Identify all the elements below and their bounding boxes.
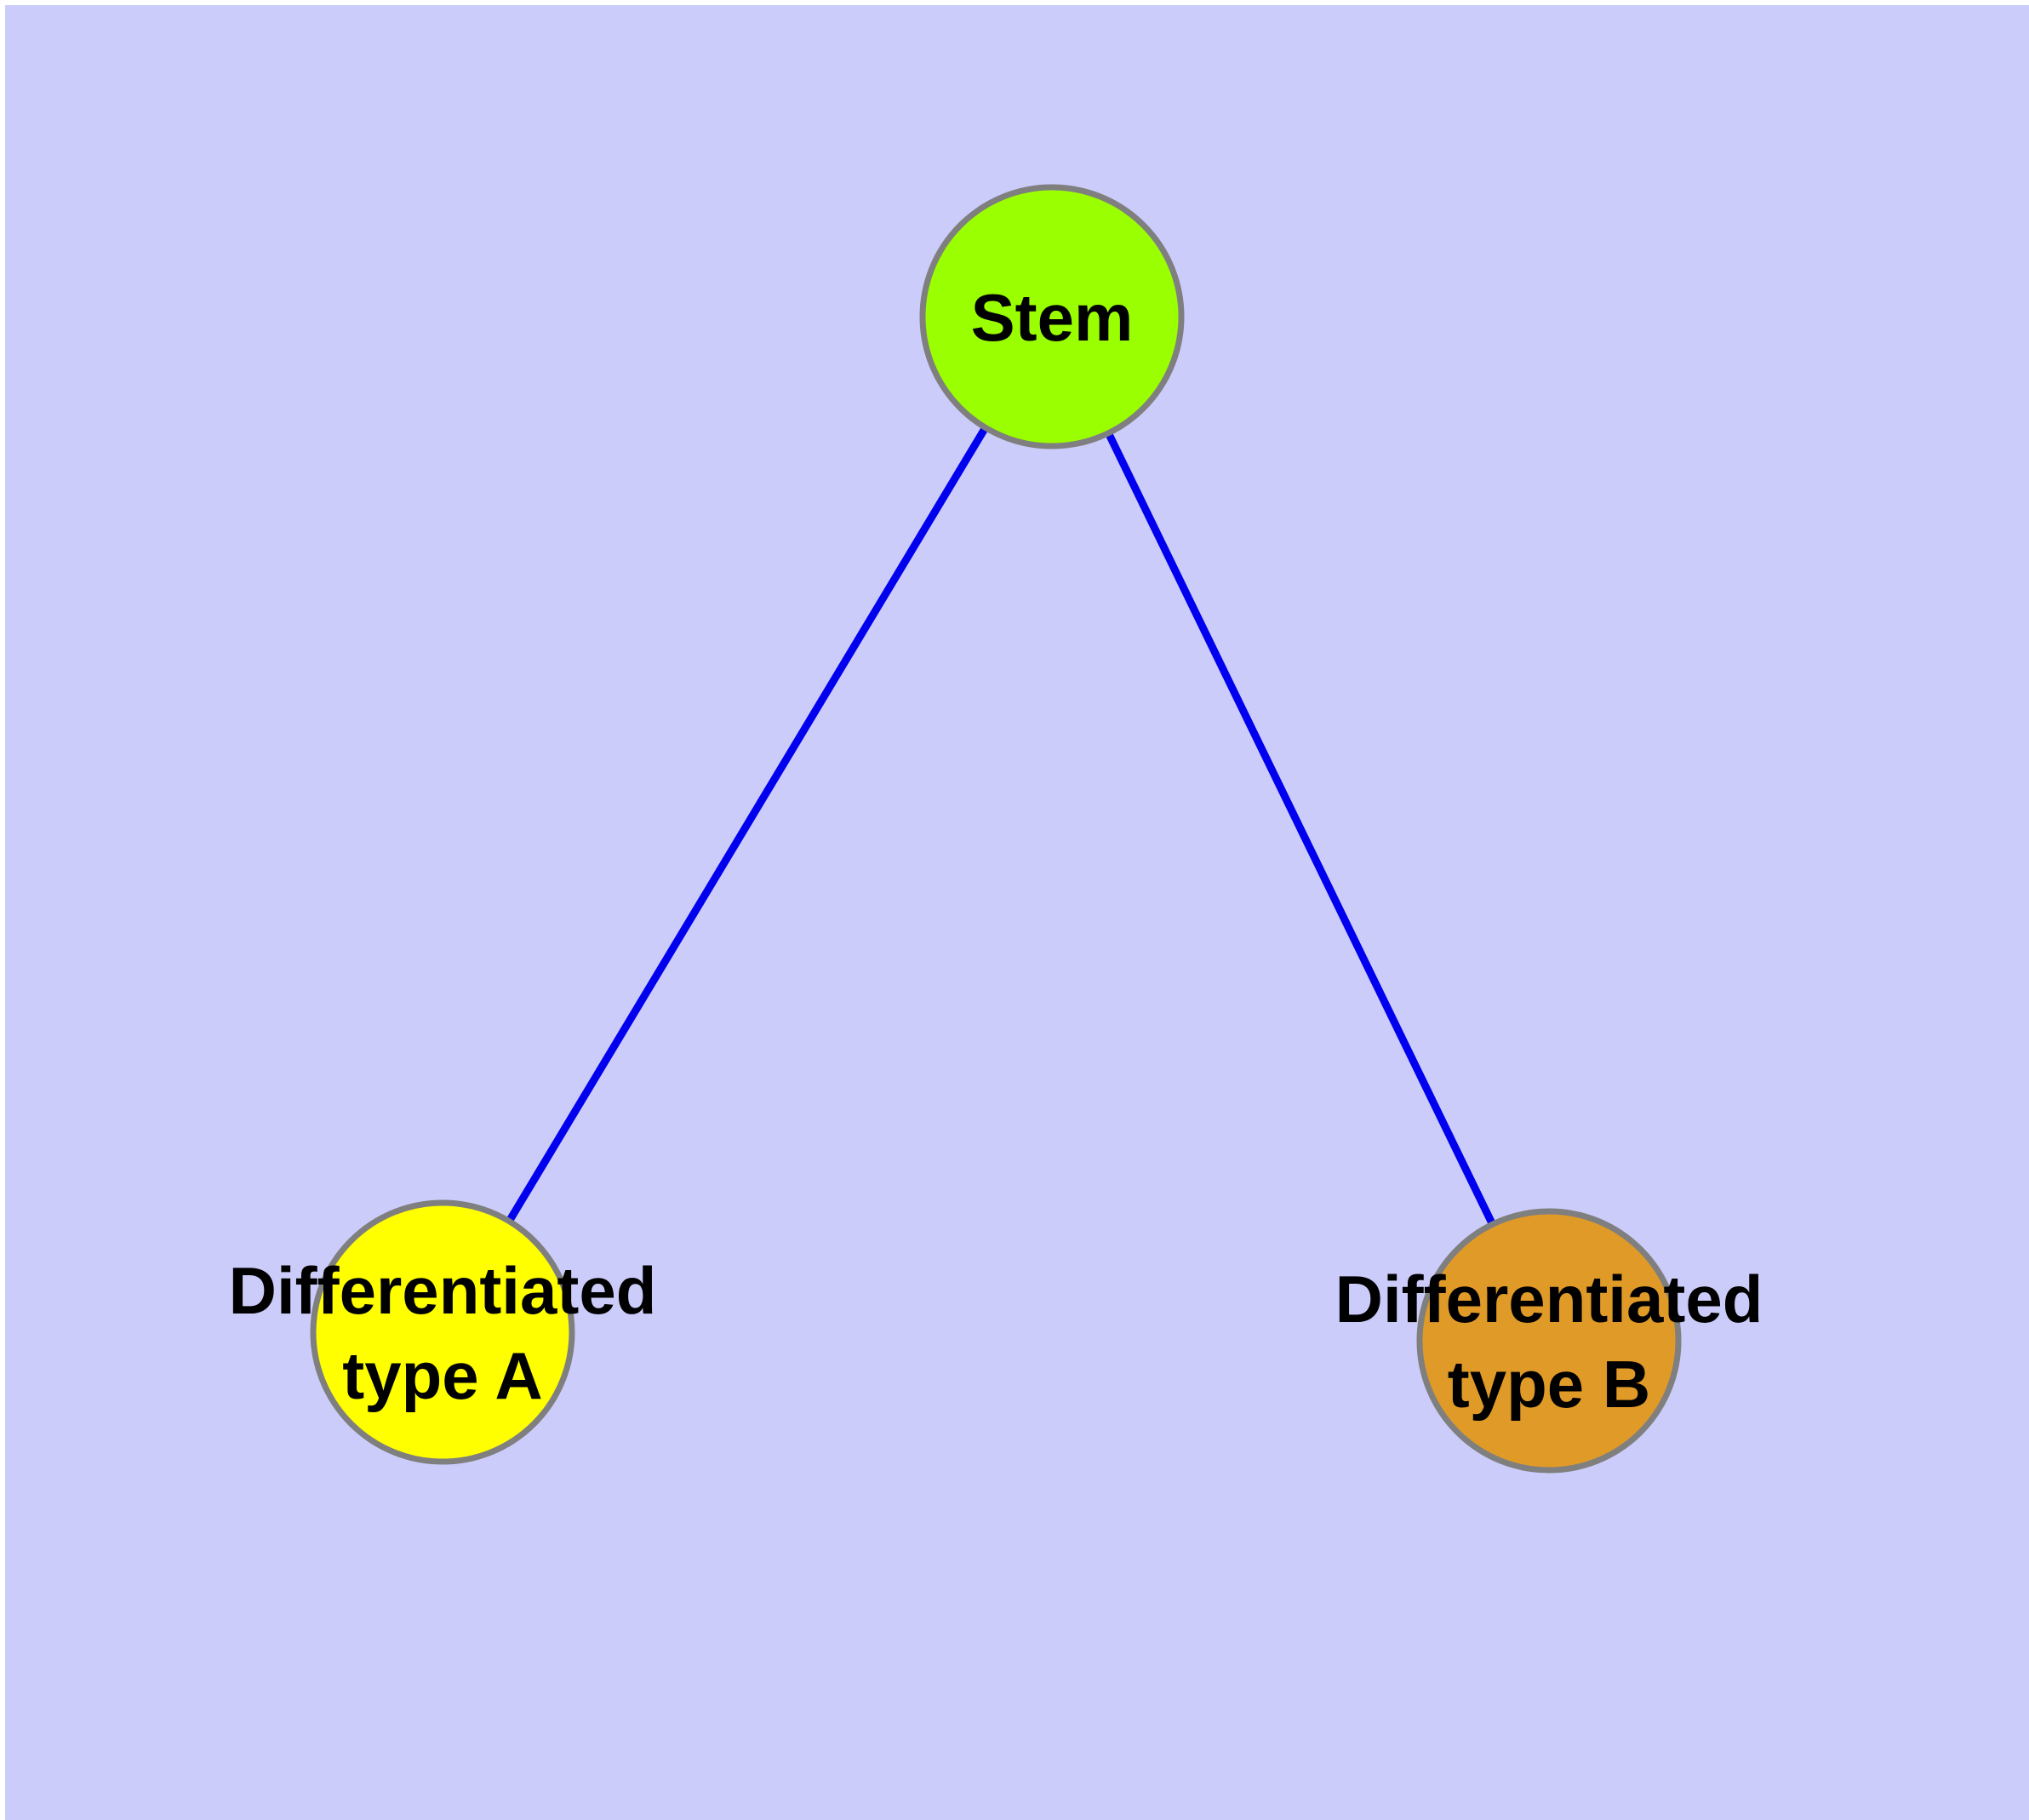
graph-node-stem[interactable] — [919, 184, 1185, 449]
node-label-line: type B — [1448, 1347, 1650, 1422]
nodes-layer — [310, 184, 1682, 1474]
edges-layer — [504, 422, 1498, 1229]
node-label-diff_b: Differentiated type B — [1335, 1262, 1763, 1422]
node-label-line: type A — [342, 1338, 543, 1413]
node-label-stem: Stem — [971, 280, 1134, 355]
edge-stem-diff-b[interactable] — [1103, 428, 1498, 1229]
graph-node-diff_a[interactable] — [310, 1199, 575, 1465]
node-label-line: Differentiated — [229, 1253, 657, 1328]
graph-node-diff_b[interactable] — [1416, 1208, 1682, 1474]
node-label-line: Differentiated — [1335, 1262, 1763, 1336]
edge-stem-diff-a[interactable] — [504, 422, 991, 1227]
node-label-diff_a: Differentiated type A — [229, 1253, 657, 1413]
node-label-line: Stem — [971, 280, 1134, 355]
